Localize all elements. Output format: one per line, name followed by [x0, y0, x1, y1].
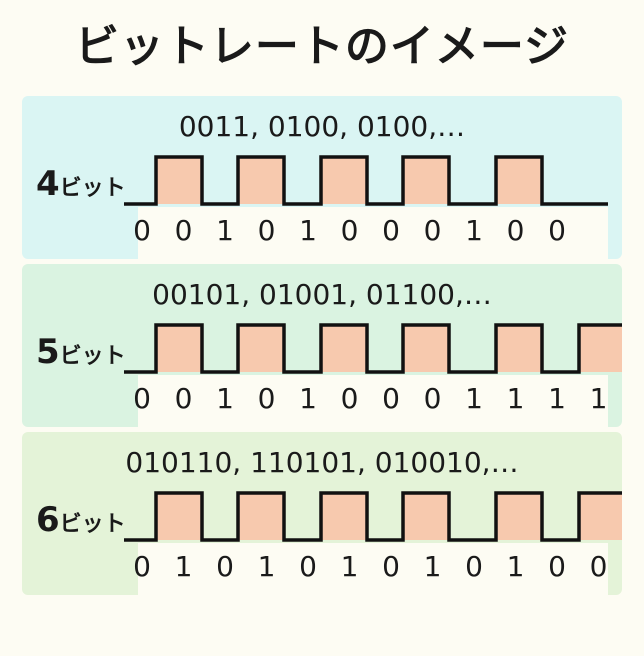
- bit-digit: 1: [340, 550, 359, 583]
- bit-digit: 0: [506, 214, 525, 247]
- bit-digit: 0: [423, 382, 442, 415]
- pulse-fill: [238, 157, 284, 204]
- bit-digit: 0: [548, 214, 566, 247]
- bit-count: 4: [36, 164, 60, 204]
- bit-digit: 0: [257, 214, 276, 247]
- pulse-fill: [579, 325, 622, 372]
- pulse-fill: [238, 493, 284, 540]
- bit-digit: 0: [423, 214, 442, 247]
- bit-sequence-4bit: 0011, 0100, 0100,…: [178, 110, 466, 143]
- pulse-fill: [156, 325, 202, 372]
- bit-digit: 0: [548, 550, 566, 583]
- pulse-fill: [321, 157, 367, 204]
- bit-digit: 0: [216, 550, 234, 583]
- row-label-6bit: 6ビット: [36, 500, 126, 540]
- bit-unit: ビット: [59, 344, 126, 369]
- bit-digit: 1: [548, 382, 566, 415]
- bit-digit: 0: [299, 550, 317, 583]
- pulse-fill: [321, 493, 367, 540]
- bit-digit: 1: [423, 550, 442, 583]
- bit-digit: 1: [506, 382, 525, 415]
- pulse-fill: [156, 157, 202, 204]
- bit-digit: 1: [216, 214, 234, 247]
- waveform-line: [124, 155, 608, 206]
- bit-digit: 0: [589, 550, 608, 583]
- row-label-4bit: 4ビット: [36, 164, 126, 204]
- bit-digit: 1: [216, 382, 234, 415]
- pulse-fill: [496, 493, 542, 540]
- bit-digit: 1: [506, 550, 525, 583]
- bit-unit: ビット: [59, 176, 126, 201]
- bit-unit: ビット: [59, 512, 126, 537]
- page-title: ビットレートのイメージ: [74, 21, 570, 72]
- bit-sequence-6bit: 010110, 110101, 010010,…: [125, 446, 519, 479]
- square-wave-4bit: [124, 155, 608, 206]
- pulse-fill: [579, 493, 622, 540]
- bit-digit: 0: [133, 214, 151, 247]
- bit-digit: 1: [465, 214, 483, 247]
- bit-digit: 1: [589, 382, 608, 415]
- bit-count: 6: [36, 500, 60, 540]
- waveform-line: [124, 491, 622, 542]
- bit-digit: 0: [382, 382, 400, 415]
- bit-digit: 1: [299, 214, 317, 247]
- bit-digit: 0: [174, 382, 193, 415]
- pulse-fill: [496, 325, 542, 372]
- bit-digit: 0: [133, 382, 151, 415]
- bit-digit: 0: [257, 382, 276, 415]
- waveform-line: [124, 323, 622, 374]
- bit-digit: 1: [299, 382, 317, 415]
- bit-digit: 0: [382, 214, 400, 247]
- bit-digit: 1: [257, 550, 276, 583]
- pulse-fill: [403, 493, 449, 540]
- bit-digit: 0: [133, 550, 151, 583]
- pulse-fill: [321, 325, 367, 372]
- bit-count: 5: [36, 332, 60, 372]
- bit-digit: 1: [174, 550, 193, 583]
- bit-sequence-5bit: 00101, 01001, 01100,…: [152, 278, 492, 311]
- square-wave-6bit: [124, 491, 622, 542]
- pulse-fill: [496, 157, 542, 204]
- bit-digit: 0: [340, 382, 359, 415]
- pulse-fill: [238, 325, 284, 372]
- bit-digit: 0: [382, 550, 400, 583]
- bit-digit: 0: [340, 214, 359, 247]
- row-label-5bit: 5ビット: [36, 332, 126, 372]
- pulse-fill: [156, 493, 202, 540]
- bit-digit: 1: [465, 382, 483, 415]
- pulse-fill: [403, 325, 449, 372]
- square-wave-5bit: [124, 323, 622, 374]
- bit-digit: 0: [465, 550, 483, 583]
- bit-digit: 0: [174, 214, 193, 247]
- pulse-fill: [403, 157, 449, 204]
